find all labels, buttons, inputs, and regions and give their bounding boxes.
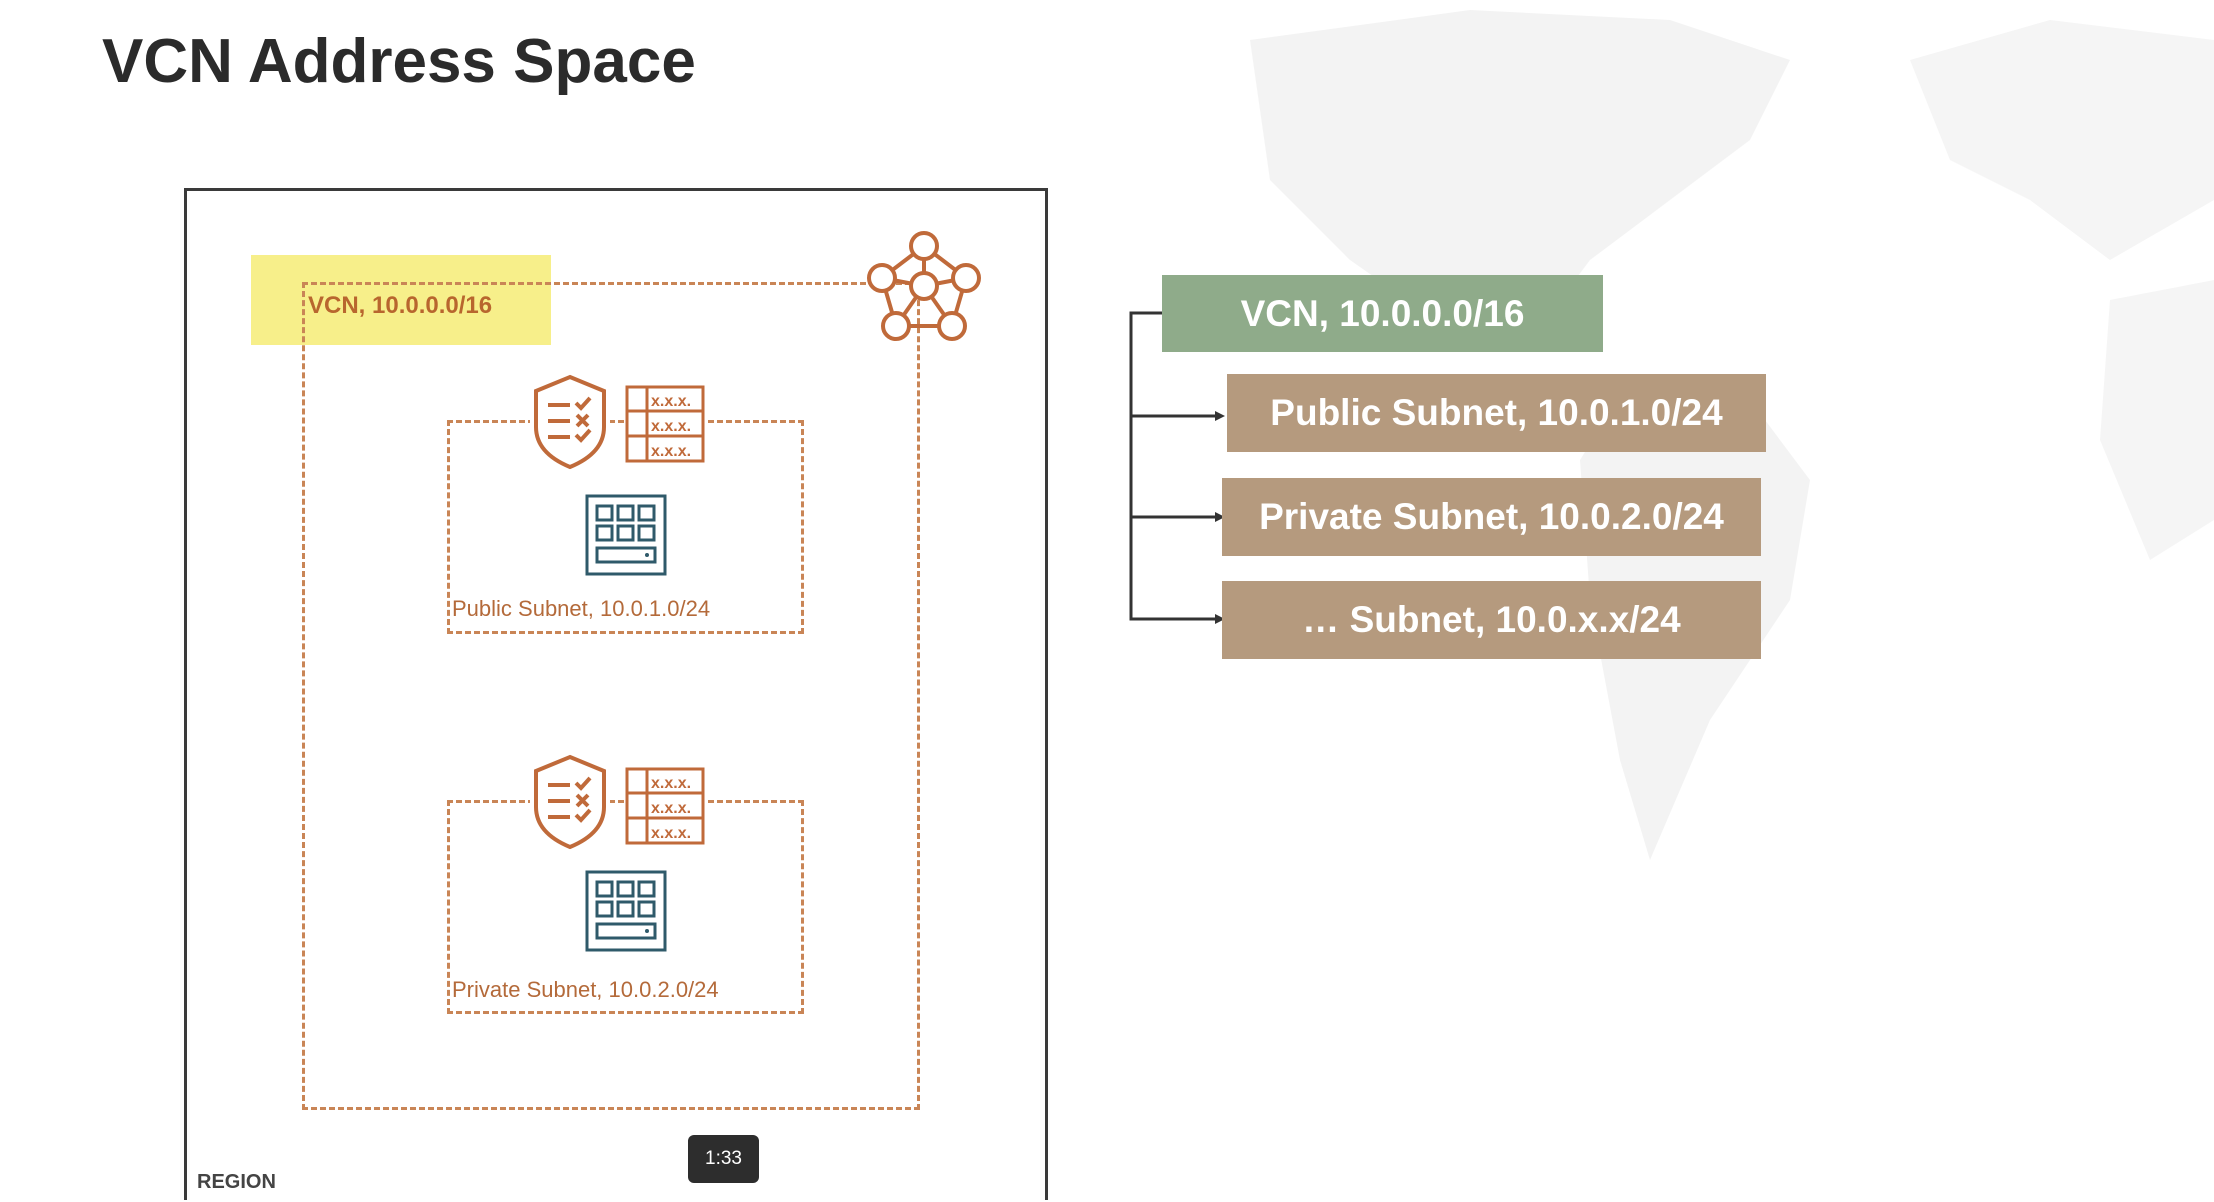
vcn-label-highlight bbox=[251, 255, 551, 345]
public-subnet-label: Public Subnet, 10.0.1.0/24 bbox=[452, 596, 711, 621]
security-list-icon bbox=[530, 373, 610, 471]
route-entry: x.x.x. bbox=[651, 393, 692, 410]
tree-public-subnet-box: Public Subnet, 10.0.1.0/24 bbox=[1227, 374, 1766, 452]
security-list-icon bbox=[530, 753, 610, 851]
route-entry: x.x.x. bbox=[651, 825, 692, 842]
tree-other-subnet-box: … Subnet, 10.0.x.x/24 bbox=[1222, 581, 1761, 659]
compute-instance-icon bbox=[585, 870, 667, 952]
private-subnet-label: Private Subnet, 10.0.2.0/24 bbox=[452, 977, 719, 1002]
route-entry: x.x.x. bbox=[651, 800, 692, 817]
vcn-network-icon bbox=[867, 231, 981, 341]
route-entries: x.x.x. x.x.x. x.x.x. bbox=[651, 389, 691, 464]
route-entry: x.x.x. bbox=[651, 775, 692, 792]
compute-instance-icon bbox=[585, 494, 667, 576]
tree-private-subnet-box: Private Subnet, 10.0.2.0/24 bbox=[1222, 478, 1761, 556]
route-table-icon: x.x.x. x.x.x. x.x.x. bbox=[625, 767, 705, 850]
page-title: VCN Address Space bbox=[102, 27, 696, 96]
route-entries: x.x.x. x.x.x. x.x.x. bbox=[651, 771, 691, 846]
vcn-boundary bbox=[302, 282, 920, 1110]
route-table-icon: x.x.x. x.x.x. x.x.x. bbox=[625, 385, 705, 468]
tree-connector bbox=[1129, 311, 1225, 624]
arrow-heads bbox=[1215, 411, 1225, 624]
route-entry: x.x.x. bbox=[651, 443, 692, 460]
tree-vcn-box: VCN, 10.0.0.0/16 bbox=[1162, 275, 1603, 352]
video-timestamp-tooltip: 1:33 bbox=[688, 1135, 759, 1183]
region-box bbox=[184, 188, 1048, 1200]
route-entry: x.x.x. bbox=[651, 418, 692, 435]
vcn-label: VCN, 10.0.0.0/16 bbox=[308, 292, 493, 319]
region-label: REGION bbox=[197, 1171, 276, 1193]
